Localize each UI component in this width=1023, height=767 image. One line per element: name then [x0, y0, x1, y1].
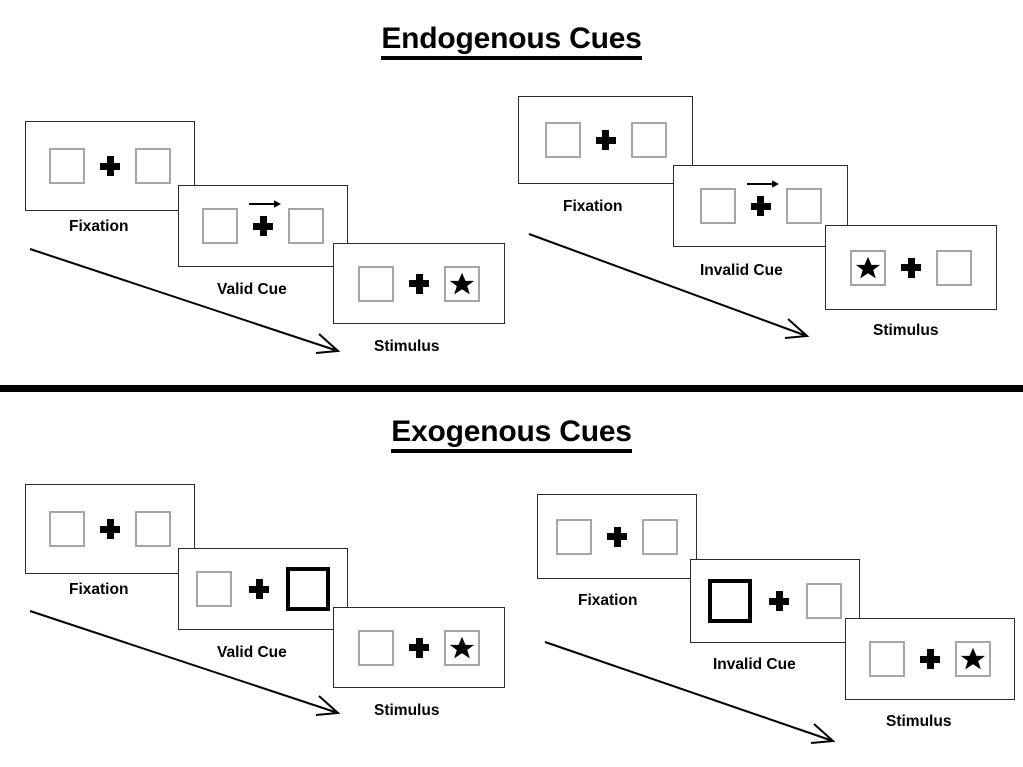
- arrow-right-icon: [746, 180, 779, 188]
- time-flow-arrow-icon-exogenous-invalid: [544, 641, 836, 744]
- stage-label-exogenous-invalid-fixation: Fixation: [578, 592, 638, 609]
- placeholder-box-right: [135, 148, 171, 184]
- display-content: [850, 249, 972, 286]
- placeholder-box-right: [288, 208, 324, 244]
- target-box-right: [444, 265, 480, 302]
- panel-exogenous-valid-stimulus: [333, 607, 505, 688]
- stage-label-endogenous-valid-cue: Valid Cue: [217, 281, 287, 298]
- display-content: [202, 200, 324, 244]
- panel-endogenous-valid-cue: [178, 185, 348, 267]
- star-icon: [960, 647, 986, 670]
- plus-icon: [99, 155, 121, 177]
- star-icon: [855, 256, 881, 278]
- placeholder-box-left: [358, 629, 394, 666]
- section-divider: [0, 385, 1023, 392]
- panel-exogenous-valid-fixation: [25, 484, 195, 574]
- stage-label-exogenous-valid-fixation: Fixation: [69, 581, 129, 598]
- plus-icon: [595, 129, 617, 151]
- display-content: [49, 511, 171, 547]
- section-title-exogenous: Exogenous Cues: [0, 415, 1023, 453]
- panel-exogenous-invalid-cue: [690, 559, 860, 643]
- panel-endogenous-invalid-stimulus: [825, 225, 997, 310]
- plus-icon: [746, 180, 779, 217]
- panel-endogenous-valid-stimulus: [333, 243, 505, 324]
- target-box-right: [444, 629, 480, 666]
- cued-box-right: [286, 567, 330, 611]
- placeholder-box-right: [785, 188, 822, 224]
- stage-label-endogenous-valid-stimulus: Stimulus: [374, 338, 440, 355]
- display-content: [358, 265, 480, 302]
- placeholder-box-right: [135, 511, 171, 547]
- section-title-endogenous: Endogenous Cues: [0, 22, 1023, 60]
- placeholder-box-right: [936, 249, 972, 286]
- display-content: [699, 180, 822, 224]
- placeholder-box-left: [556, 518, 592, 555]
- panel-exogenous-valid-cue: [178, 548, 348, 630]
- placeholder-box-left: [699, 188, 736, 224]
- stage-label-endogenous-valid-fixation: Fixation: [69, 218, 129, 235]
- placeholder-box-left: [358, 265, 394, 302]
- panel-endogenous-valid-fixation: [25, 121, 195, 211]
- cued-box-left: [708, 579, 752, 623]
- star-icon: [449, 636, 475, 658]
- placeholder-box-right: [806, 583, 842, 619]
- plus-icon: [99, 518, 121, 540]
- time-flow-arrow-icon-endogenous-invalid: [528, 233, 810, 339]
- display-content: [708, 579, 842, 623]
- stage-label-exogenous-invalid-stimulus: Stimulus: [886, 713, 952, 730]
- placeholder-box-left: [544, 122, 581, 158]
- plus-icon: [408, 273, 430, 295]
- placeholder-box-right: [630, 122, 667, 158]
- star-icon: [449, 272, 475, 294]
- plus-icon: [249, 200, 281, 237]
- stage-label-exogenous-valid-stimulus: Stimulus: [374, 702, 440, 719]
- stage-label-exogenous-valid-cue: Valid Cue: [217, 644, 287, 661]
- placeholder-box-right: [642, 518, 678, 555]
- display-content: [869, 641, 991, 677]
- display-content: [358, 629, 480, 666]
- plus-icon: [900, 257, 922, 279]
- section-title-endogenous-text: Endogenous Cues: [381, 22, 642, 60]
- plus-icon: [919, 648, 941, 670]
- stage-label-exogenous-invalid-cue: Invalid Cue: [713, 656, 796, 673]
- plus-icon: [248, 578, 270, 600]
- panel-exogenous-invalid-stimulus: [845, 618, 1015, 700]
- arrow-right-icon: [249, 200, 281, 208]
- placeholder-box-left: [196, 571, 232, 607]
- display-content: [556, 518, 678, 555]
- panel-endogenous-invalid-cue: [673, 165, 848, 247]
- target-box-right: [955, 641, 991, 677]
- stage-label-endogenous-invalid-cue: Invalid Cue: [700, 262, 783, 279]
- panel-exogenous-invalid-fixation: [537, 494, 697, 579]
- plus-icon: [606, 526, 628, 548]
- placeholder-box-left: [869, 641, 905, 677]
- display-content: [544, 122, 667, 158]
- display-content: [196, 567, 330, 611]
- placeholder-box-left: [49, 148, 85, 184]
- display-content: [49, 148, 171, 184]
- plus-icon: [408, 637, 430, 659]
- panel-endogenous-invalid-fixation: [518, 96, 693, 184]
- placeholder-box-left: [202, 208, 238, 244]
- plus-icon: [768, 590, 790, 612]
- stage-label-endogenous-invalid-stimulus: Stimulus: [873, 322, 939, 339]
- target-box-left: [850, 249, 886, 286]
- stage-label-endogenous-invalid-fixation: Fixation: [563, 198, 623, 215]
- placeholder-box-left: [49, 511, 85, 547]
- section-title-exogenous-text: Exogenous Cues: [391, 415, 632, 453]
